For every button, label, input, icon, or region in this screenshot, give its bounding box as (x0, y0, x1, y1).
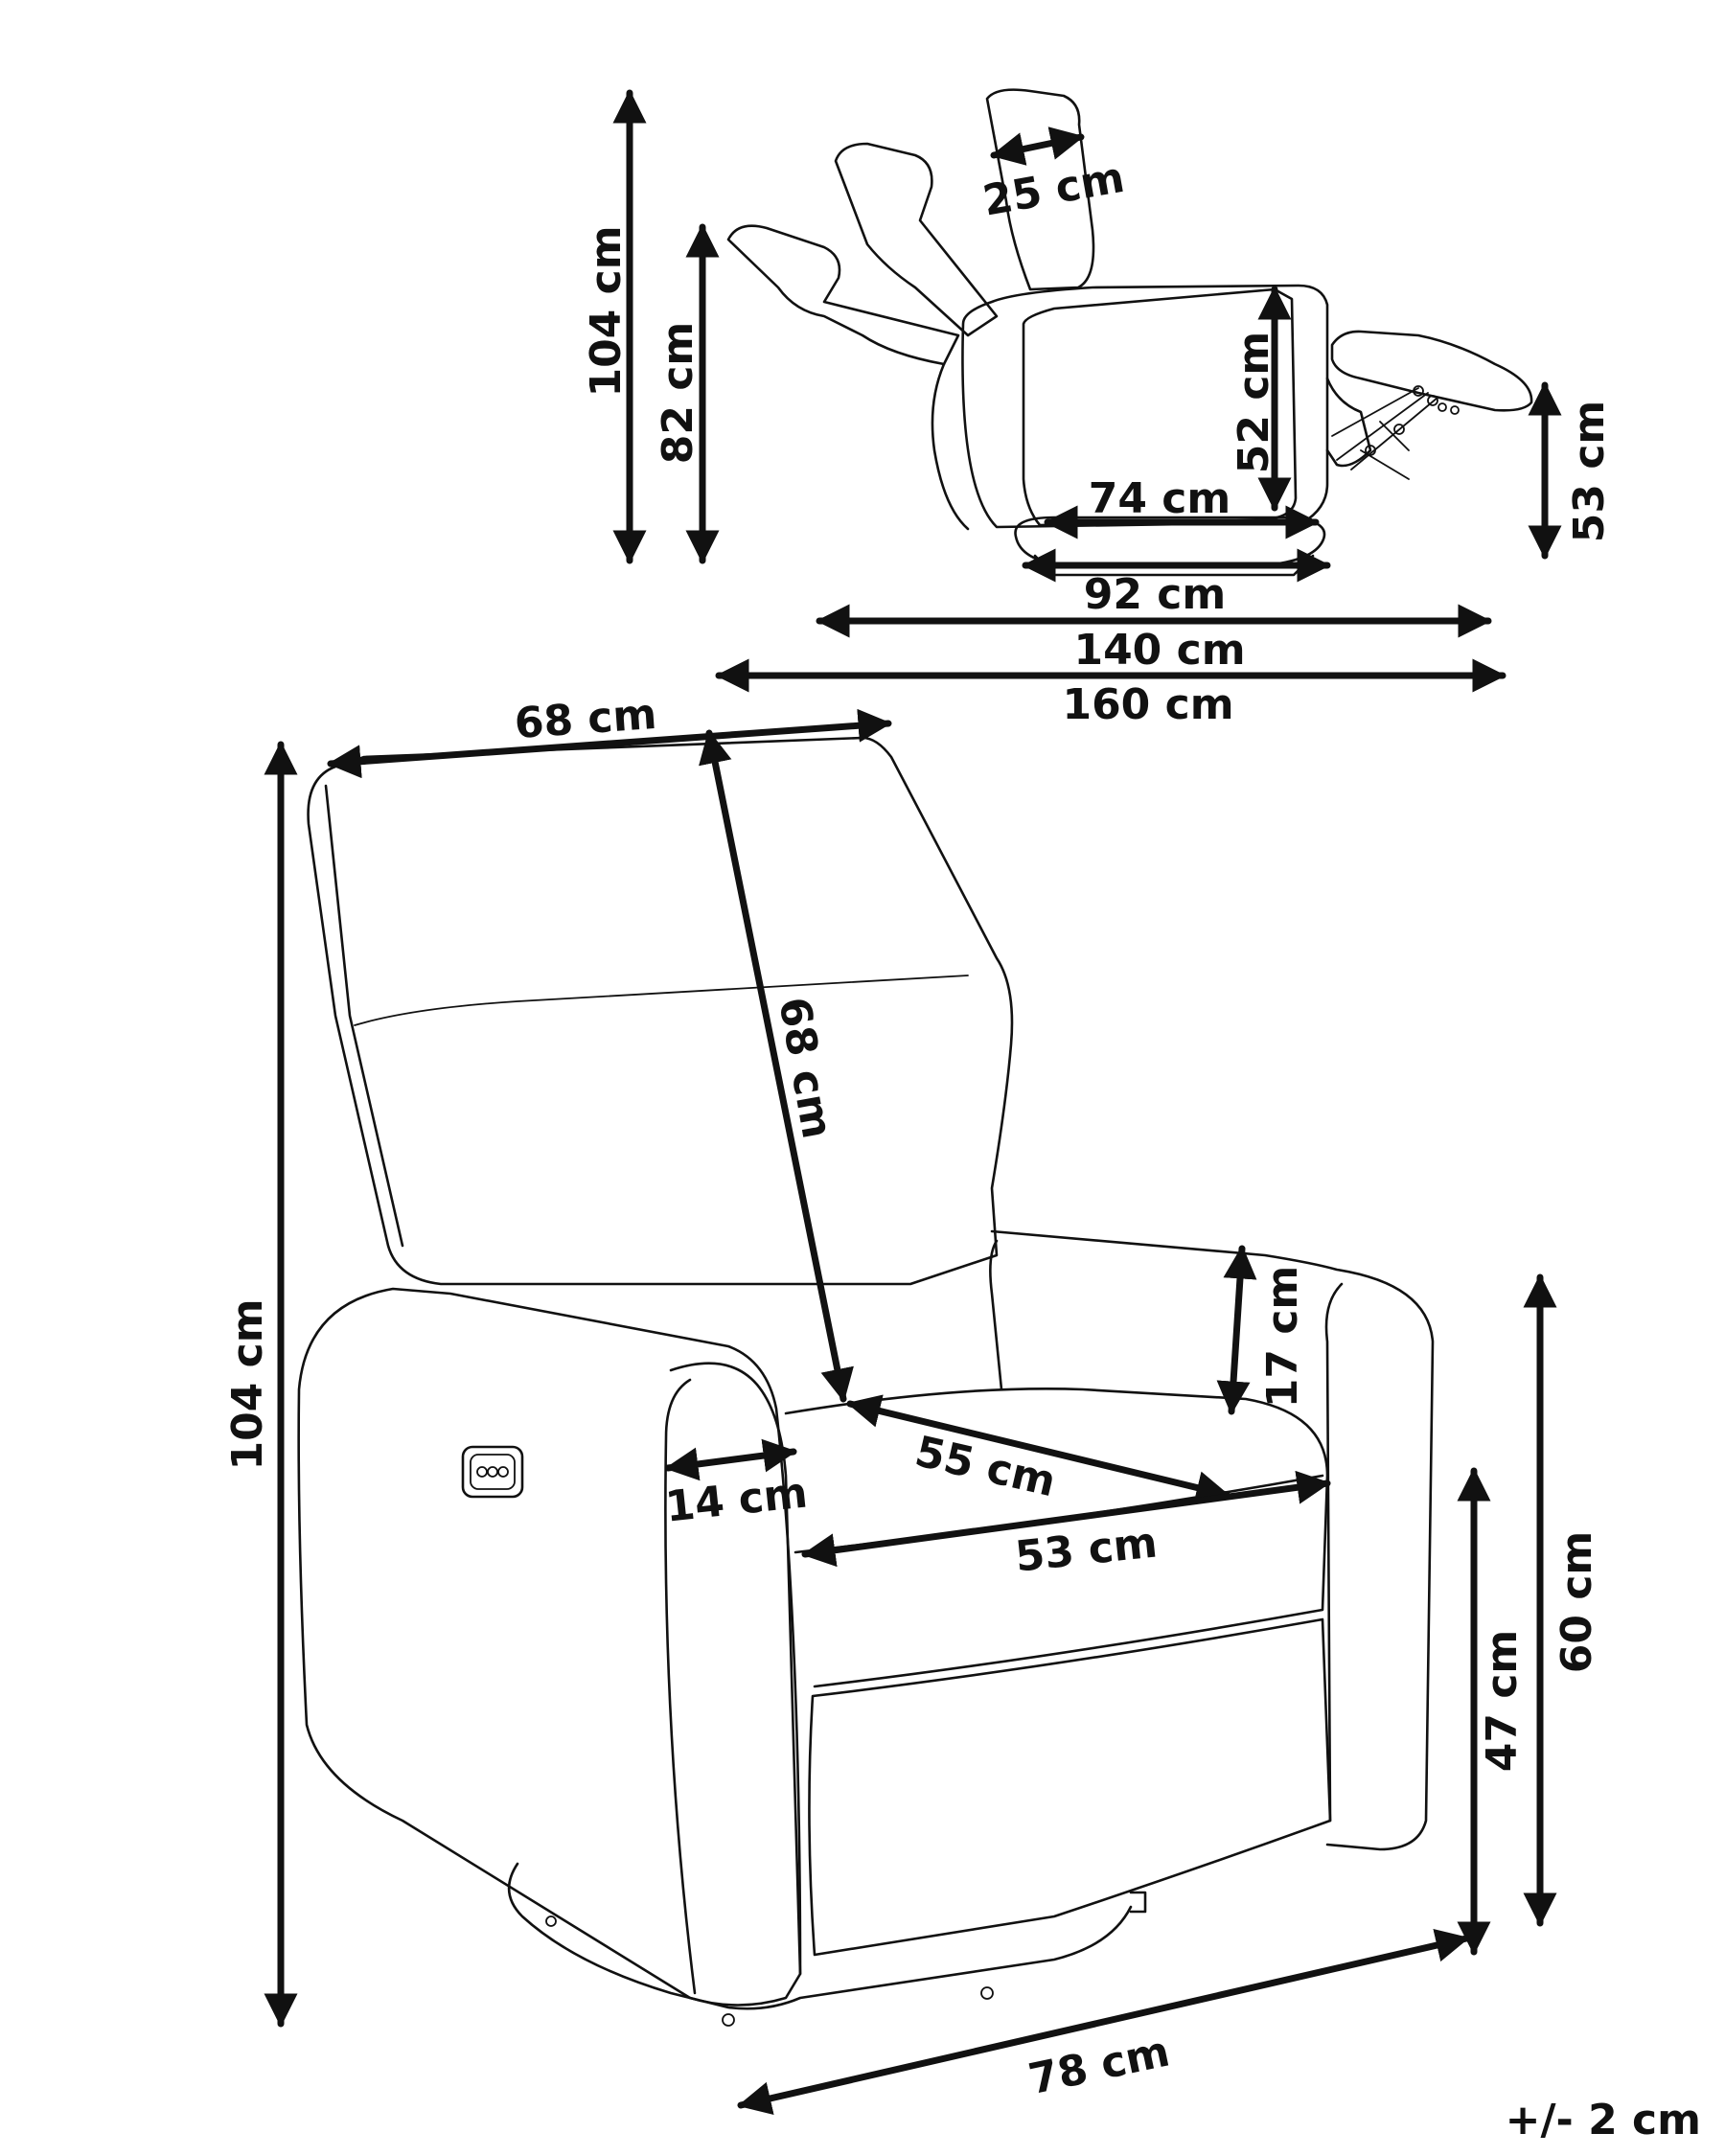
label-armrest-height: 17 cm (1258, 1266, 1307, 1408)
label-base-depth: 74 cm (1089, 474, 1230, 523)
label-total-width: 78 cm (1024, 2027, 1174, 2104)
label-seat-height: 47 cm (1478, 1630, 1527, 1772)
tolerance-note: +/- 2 cm (1506, 2096, 1701, 2145)
label-depth-reclined: 160 cm (1062, 680, 1233, 729)
footrest-mechanism (1331, 385, 1460, 480)
label-arm-height: 60 cm (1552, 1531, 1601, 1673)
dim-total-width (737, 1929, 1470, 2115)
dimension-arrows (264, 89, 1562, 2115)
label-depth-seated: 92 cm (1084, 570, 1226, 619)
dim-seat-width (801, 1470, 1331, 1568)
label-depth-mid: 140 cm (1073, 626, 1245, 675)
label-side-height-total: 104 cm (582, 225, 631, 397)
dim-armrest-height (1216, 1245, 1257, 1415)
dim-armrest-width (664, 1438, 797, 1481)
label-back-width: 68 cm (513, 690, 658, 748)
label-total-height: 104 cm (223, 1298, 272, 1470)
label-headrest-depth: 25 cm (979, 153, 1128, 226)
dim-headrest-depth (990, 126, 1085, 166)
label-footrest-height: 53 cm (1565, 401, 1614, 542)
label-seat-width: 53 cm (1013, 1518, 1160, 1581)
power-button-panel-icon (461, 1445, 524, 1499)
dim-back-height (699, 729, 854, 1403)
label-side-height-back: 82 cm (654, 322, 702, 464)
dimension-labels: 104 cm 82 cm 25 cm 52 cm 74 cm 53 cm 92 … (223, 153, 1701, 2145)
label-side-seat-height: 52 cm (1230, 332, 1278, 473)
